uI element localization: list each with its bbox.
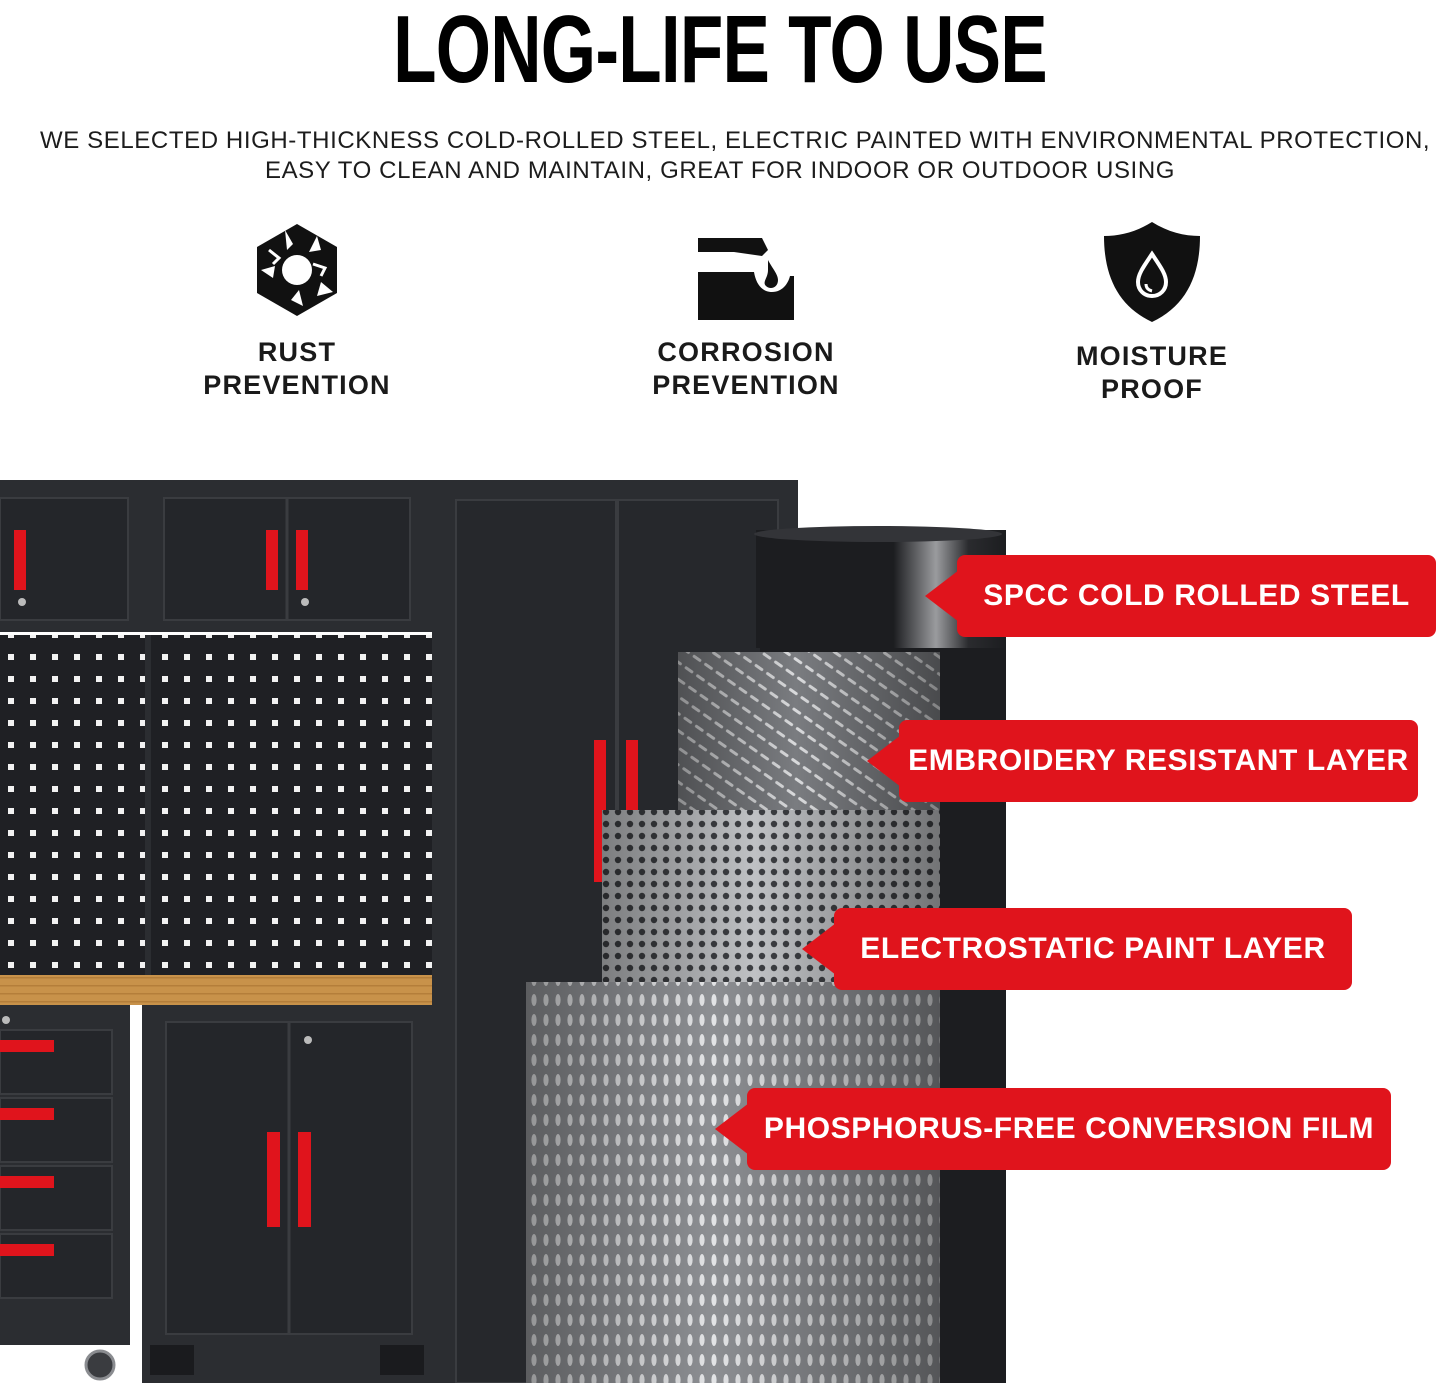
subtitle-line-2: EASY TO CLEAN AND MAINTAIN, GREAT FOR IN… (264, 157, 1176, 184)
page-subtitle: WE SELECTED HIGH-THICKNESS COLD-ROLLED S… (40, 126, 1431, 186)
feature-moisture-line1: MOISTURE (1075, 341, 1229, 371)
rust-gear-icon (257, 224, 337, 316)
page-title: LONG-LIFE TO USE (393, 0, 1048, 103)
feature-corrosion-line2: PREVENTION (652, 370, 840, 400)
feature-rust-prevention: RUST PREVENTION (137, 220, 457, 402)
shield-drop-icon (1104, 222, 1200, 322)
corrosion-drip-icon (698, 238, 794, 320)
subtitle-line-1: WE SELECTED HIGH-THICKNESS COLD-ROLLED S… (40, 127, 1431, 154)
product-illustration: SPCC COLD ROLLED STEEL EMBROIDERY RESIST… (0, 470, 1440, 1383)
feature-rust-line2: PREVENTION (203, 370, 391, 400)
cabinet-and-layers-illustration (0, 480, 1006, 1383)
feature-corrosion-prevention: CORROSION PREVENTION (586, 220, 906, 402)
feature-rust-line1: RUST (257, 337, 337, 367)
callout-spcc-cold-rolled-steel: SPCC COLD ROLLED STEEL (957, 555, 1436, 637)
feature-moisture-proof: MOISTURE PROOF (992, 220, 1312, 406)
feature-corrosion-line1: CORROSION (657, 337, 835, 367)
callout-phosphorus-free-conversion-film: PHOSPHORUS-FREE CONVERSION FILM (747, 1088, 1391, 1170)
callout-embroidery-resistant-layer: EMBROIDERY RESISTANT LAYER (899, 720, 1418, 802)
feature-moisture-line2: PROOF (1100, 374, 1203, 404)
callout-electrostatic-paint-layer: ELECTROSTATIC PAINT LAYER (834, 908, 1352, 990)
